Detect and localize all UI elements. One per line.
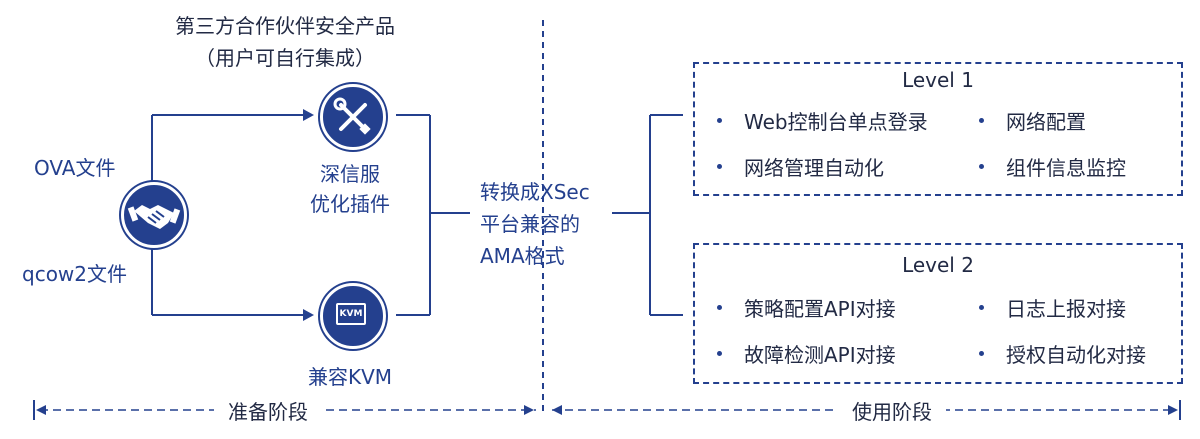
phase-prepare-label: 准备阶段 — [214, 396, 322, 425]
tools-node — [320, 84, 386, 150]
level-2-title: Level 2 — [902, 253, 974, 277]
level-1-item: Web控制台单点登录 — [717, 106, 928, 135]
level-2-item: 授权自动化对接 — [979, 339, 1146, 368]
level-1-box: Level 1 Web控制台单点登录 网络配置 网络管理自动化 组件信息监控 — [693, 62, 1183, 196]
handshake-icon — [127, 205, 181, 229]
phase-use-label: 使用阶段 — [838, 396, 946, 425]
sangfor-plugin-label-2: 优化插件 — [310, 192, 390, 216]
kvm-label: 兼容KVM — [307, 365, 393, 389]
convert-line-3: AMA格式 — [480, 244, 565, 268]
level-2-item: 策略配置API对接 — [717, 293, 896, 322]
level-1-title: Level 1 — [902, 68, 974, 92]
level-2-item: 故障检测API对接 — [717, 339, 896, 368]
handshake-node — [121, 182, 187, 248]
tools-icon — [333, 97, 371, 135]
level-2-item: 日志上报对接 — [979, 293, 1126, 322]
convert-line-2: 平台兼容的 — [480, 212, 580, 236]
kvm-badge-text: KVM — [339, 309, 363, 319]
qcow2-file-label: qcow2文件 — [22, 262, 128, 286]
level-1-item: 网络管理自动化 — [717, 152, 884, 181]
kvm-icon: KVM — [336, 303, 366, 325]
kvm-node: KVM — [320, 283, 386, 349]
convert-line-1: 转换成XSec — [480, 180, 590, 204]
ova-file-label: OVA文件 — [34, 156, 116, 180]
header-subtitle: （用户可自行集成） — [195, 46, 375, 70]
sangfor-plugin-label-1: 深信服 — [320, 162, 380, 186]
level-1-item: 网络配置 — [979, 106, 1086, 135]
header-title: 第三方合作伙伴安全产品 — [175, 14, 395, 38]
level-1-item: 组件信息监控 — [979, 152, 1126, 181]
level-2-box: Level 2 策略配置API对接 日志上报对接 故障检测API对接 授权自动化… — [693, 243, 1183, 384]
